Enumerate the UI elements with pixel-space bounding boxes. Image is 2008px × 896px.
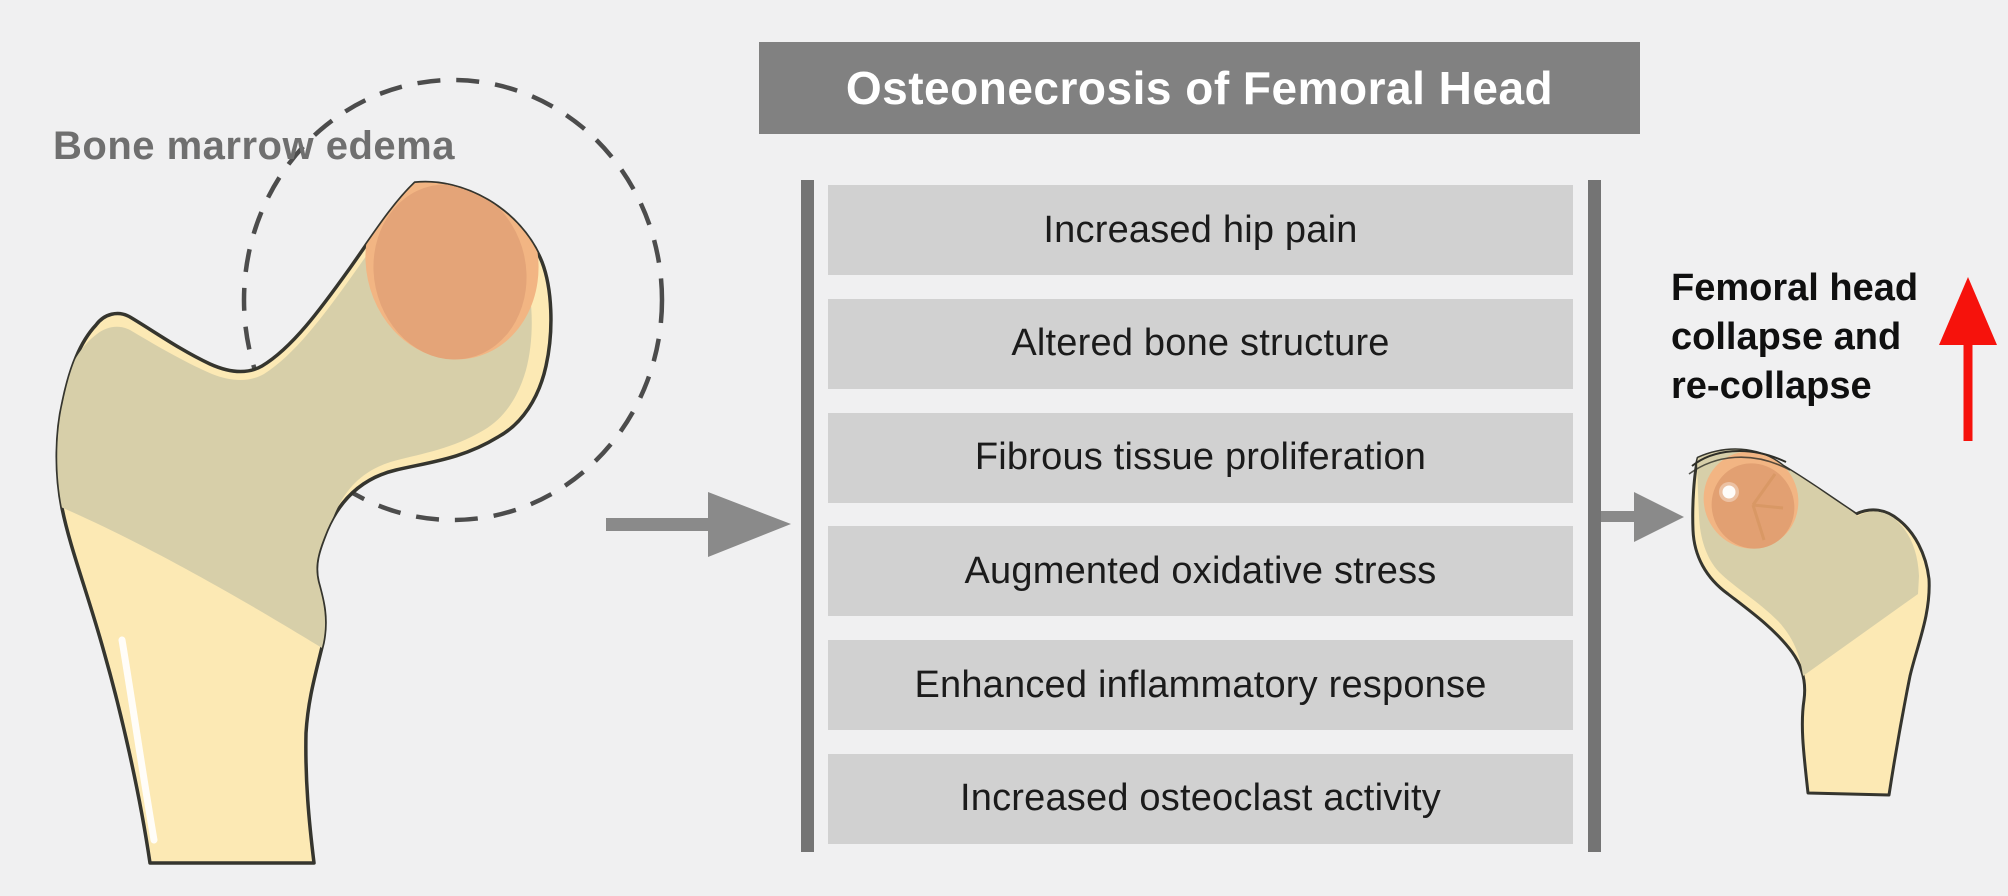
collapse-label-line: re-collapse: [1671, 365, 1872, 407]
edema-region: [373, 184, 527, 360]
list-item: Fibrous tissue proliferation: [828, 412, 1573, 503]
collapse-crinkle-lines: [1688, 450, 1791, 475]
femoral-collapse-label: Femoral head collapse and re-collapse: [1671, 264, 1951, 411]
femur-illustration-left: [55, 180, 553, 865]
bone-shine-highlight: [118, 636, 158, 844]
panel-right-rail: [1588, 180, 1601, 852]
head-highlight-dot: [1722, 485, 1736, 499]
panel-title-bar: Osteonecrosis of Femoral Head: [759, 42, 1640, 134]
list-item: Enhanced inflammatory response: [828, 640, 1573, 731]
edema-crack-rays: [1751, 473, 1784, 541]
collapse-label-line: collapse and: [1671, 316, 1902, 358]
flow-arrow-icon: [606, 492, 791, 557]
bone-marrow-edema-label: Bone marrow edema: [53, 124, 455, 168]
factor-list: Increased hip pain Altered bone structur…: [828, 185, 1573, 844]
femur-illustration-right: [1688, 448, 1931, 797]
collapse-label-line: Femoral head: [1671, 267, 1919, 309]
list-item: Augmented oxidative stress: [828, 526, 1573, 617]
list-item: Increased hip pain: [828, 185, 1573, 275]
list-item: Altered bone structure: [828, 298, 1573, 389]
flow-arrow-small-icon: [1599, 492, 1684, 542]
panel-left-rail: [801, 180, 814, 852]
dashed-focus-circle: [241, 77, 665, 523]
list-item: Increased osteoclast activity: [828, 753, 1573, 844]
red-up-arrow-icon: [1939, 277, 1997, 441]
panel-title: Osteonecrosis of Femoral Head: [845, 62, 1554, 114]
